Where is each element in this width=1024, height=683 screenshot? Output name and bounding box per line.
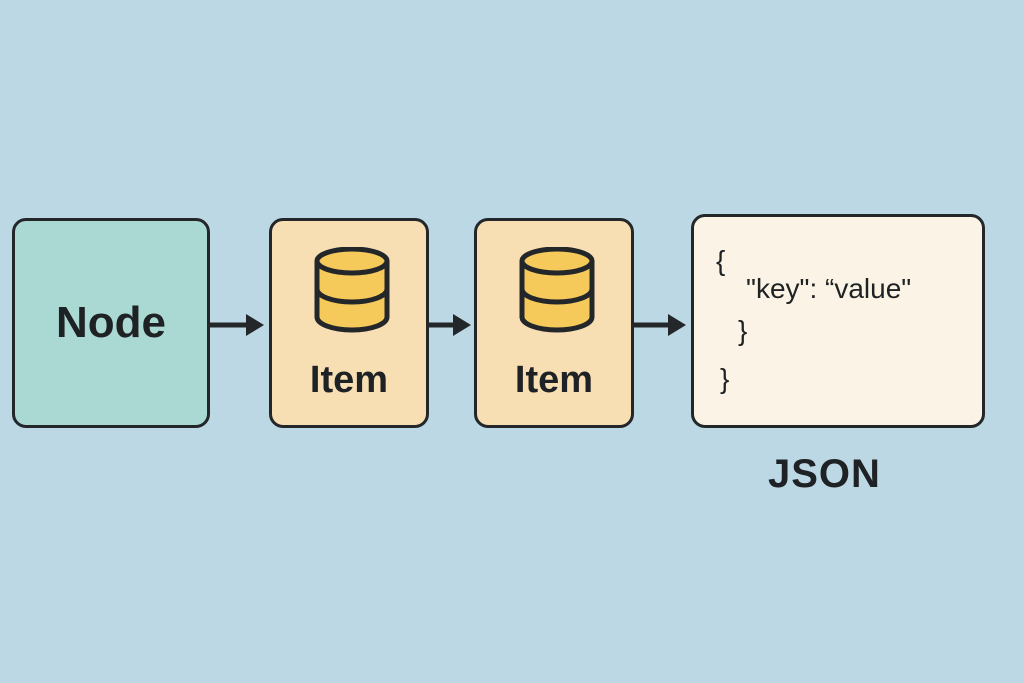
node-box: Node (12, 218, 210, 428)
arrow-icon (429, 314, 471, 336)
json-open-brace: { (716, 245, 726, 276)
item-box: Item (474, 218, 634, 428)
database-icon (314, 247, 390, 333)
item-box: Item (269, 218, 429, 428)
item-label: Item (514, 359, 594, 401)
arrow-icon (634, 314, 686, 336)
json-label: JSON (768, 452, 881, 496)
database-icon (519, 247, 595, 333)
node-label: Node (56, 298, 166, 347)
json-inner-close-brace: } (738, 315, 748, 346)
arrow-icon (210, 314, 264, 336)
json-close-brace: } (720, 363, 730, 394)
json-key-value: "key": “value" (746, 273, 912, 304)
item-label: Item (309, 359, 389, 401)
json-box: { "key": “value" } } (691, 214, 985, 428)
